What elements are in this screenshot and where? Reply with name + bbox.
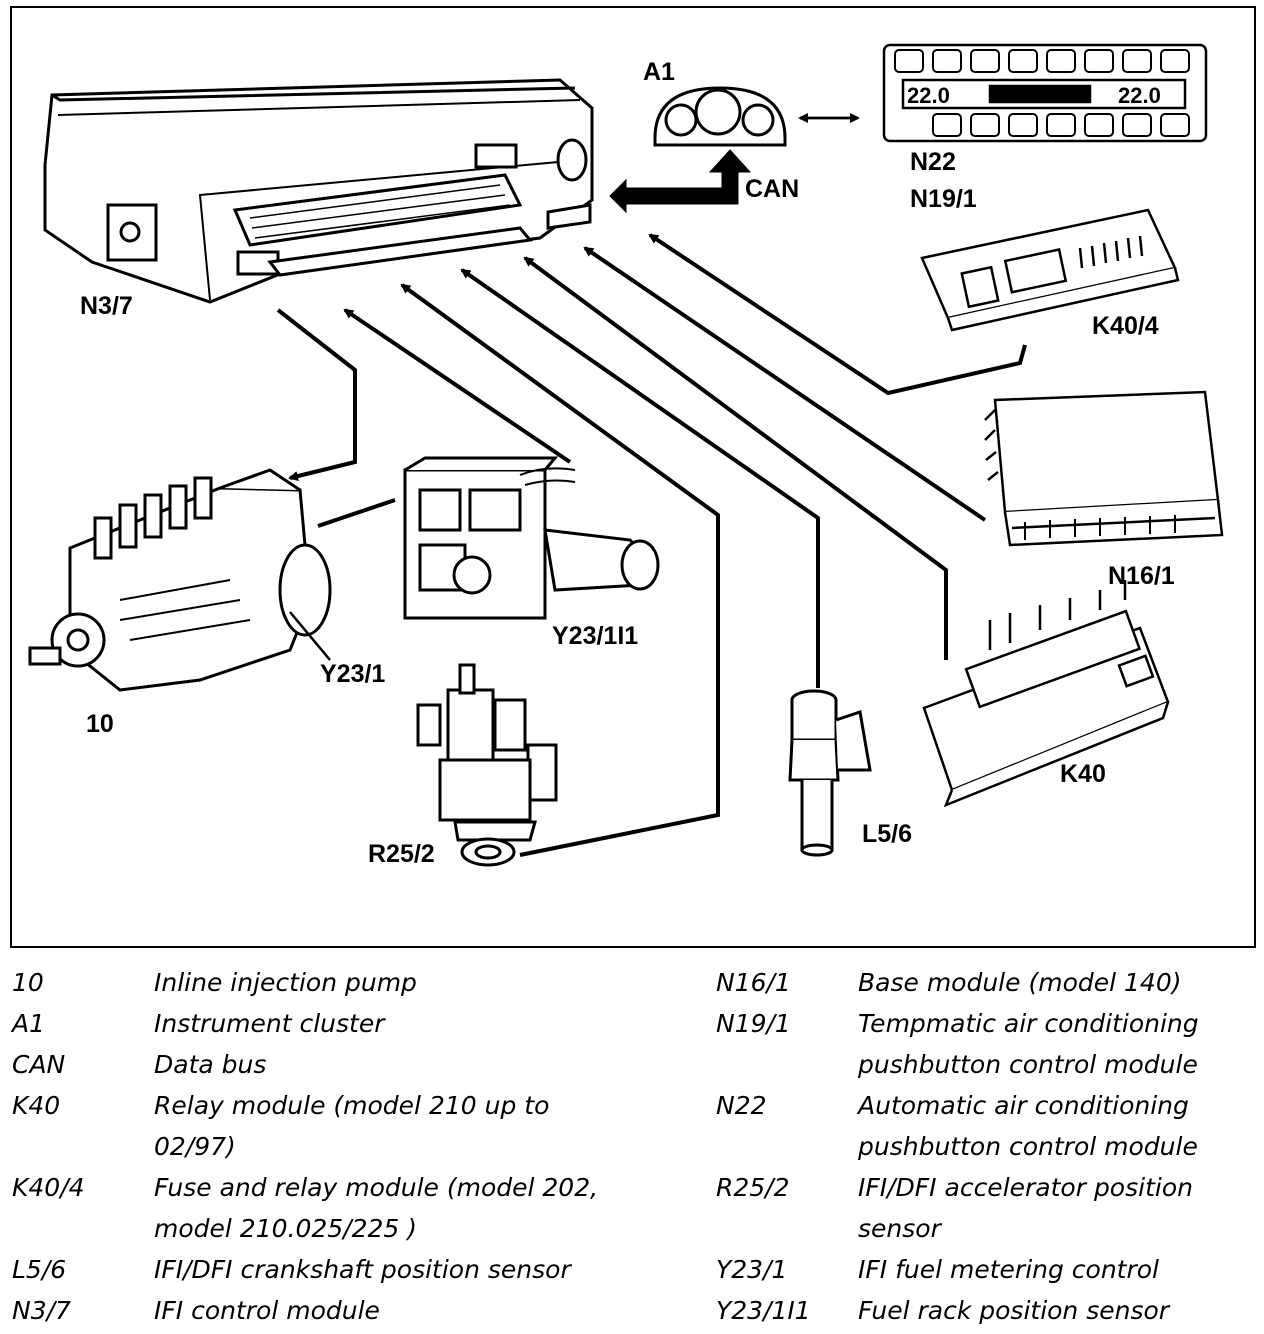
legend-desc: Inline injection pump [154,968,417,997]
legend-code: R25/2 [716,1173,790,1202]
label-k40-4: K40/4 [1092,312,1159,340]
label-l5-6: L5/6 [862,820,913,848]
legend-desc: IFI/DFI crankshaft position sensor [154,1255,571,1284]
legend-item: N19/1 Tempmatic air conditioning pushbutt… [716,1003,1256,1085]
line-r25-2 [400,283,720,857]
legend-desc: IFI/DFI accelerator position sensor [858,1173,1193,1243]
legend-desc: Instrument cluster [154,1009,385,1038]
label-n22: N22 [910,148,956,176]
wiring-diagram: 22.0 22.0 [28,43,1224,867]
legend-item: Y23/1 IFI fuel metering control [716,1249,1256,1290]
legend-code: K40 [12,1091,61,1120]
line-k40 [523,256,948,660]
accelerator-sensor-r25-2 [416,663,558,867]
legend-item: CAN Data bus [12,1044,652,1085]
label-n3-7: N3/7 [80,292,133,320]
legend-item: N16/1 Base module (model 140) [716,962,1256,1003]
legend-right: N16/1 Base module (model 140) N19/1 Tempma… [716,962,1256,1331]
legend-desc: Fuse and relay module (model 202, model … [154,1173,599,1243]
legend-code: Y23/1 [716,1255,788,1284]
line-y23-1 [343,308,572,464]
label-y23-1i1: Y23/1I1 [552,622,639,650]
legend-code: N16/1 [716,968,791,997]
legend-code: A1 [12,1009,46,1038]
legend-item: K40/4 Fuse and relay module (model 202, m… [12,1167,652,1249]
line-k40-4 [648,233,1027,396]
diagram-frame [10,6,1256,948]
instrument-cluster-a1 [653,86,787,147]
label-n19-1: N19/1 [910,185,977,213]
legend-code: L5/6 [12,1255,67,1284]
line-pump [276,308,357,481]
control-module-n3-7 [43,78,594,304]
legend-item: Y23/1I1 Fuel rack position sensor [716,1290,1256,1331]
legend-desc: Automatic air conditioning pushbutton co… [858,1091,1198,1161]
line-y23-1-pointer [289,611,331,661]
legend-code: N22 [716,1091,767,1120]
legend-code: Y23/1I1 [716,1296,811,1325]
base-module-n16-1 [984,390,1224,547]
legend-item: L5/6 IFI/DFI crankshaft position sensor [12,1249,652,1290]
legend-desc: IFI fuel metering control [858,1255,1160,1284]
label-a1: A1 [643,58,675,86]
label-k40: K40 [1060,760,1106,788]
legend-item: 10 Inline injection pump [12,962,652,1003]
legend-item: K40 Relay module (model 210 up to 02/97) [12,1085,652,1167]
legend-desc: Fuel rack position sensor [858,1296,1170,1325]
legend-desc: IFI control module [154,1296,380,1325]
legend-code: N19/1 [716,1009,791,1038]
label-n16-1: N16/1 [1108,562,1175,590]
label-10: 10 [86,710,114,738]
connection-lines [276,113,1027,857]
legend-code: N3/7 [12,1296,71,1325]
legend-item: R25/2 IFI/DFI accelerator position sensor [716,1167,1256,1249]
line-n16-1 [583,246,987,522]
legend-desc: Tempmatic air conditioning pushbutton co… [858,1009,1199,1079]
relay-module-k40 [922,580,1170,808]
crankshaft-sensor-l5-6 [788,689,872,857]
display-temp-right: 22.0 [1118,83,1161,108]
legend-desc: Data bus [154,1050,267,1079]
can-bus-arrow [609,149,752,214]
line-sensor-to-pump [317,498,396,528]
legend-desc: Relay module (model 210 up to 02/97) [154,1091,550,1161]
legend-item: A1 Instrument cluster [12,1003,652,1044]
legend-item: N3/7 IFI control module [12,1290,652,1331]
legend-code: K40/4 [12,1173,85,1202]
injection-pump-10 [28,468,332,692]
fuse-relay-module-k40-4 [920,208,1180,332]
fuel-rack-sensor-y23-1i1 [403,456,660,620]
label-can: CAN [745,175,800,203]
line-l5-6 [460,268,820,688]
legend-desc: Base module (model 140) [858,968,1182,997]
legend-code: CAN [12,1050,66,1079]
label-r25-2: R25/2 [368,840,435,868]
display-temp-left: 22.0 [907,83,950,108]
label-y23-1: Y23/1 [320,660,386,688]
legend-item: N22 Automatic air conditioning pushbutton… [716,1085,1256,1167]
legend-left: 10 Inline injection pump A1 Instrument clu… [12,962,652,1331]
legend-code: 10 [12,968,44,997]
climate-control-panel-n22: 22.0 22.0 [882,43,1208,143]
